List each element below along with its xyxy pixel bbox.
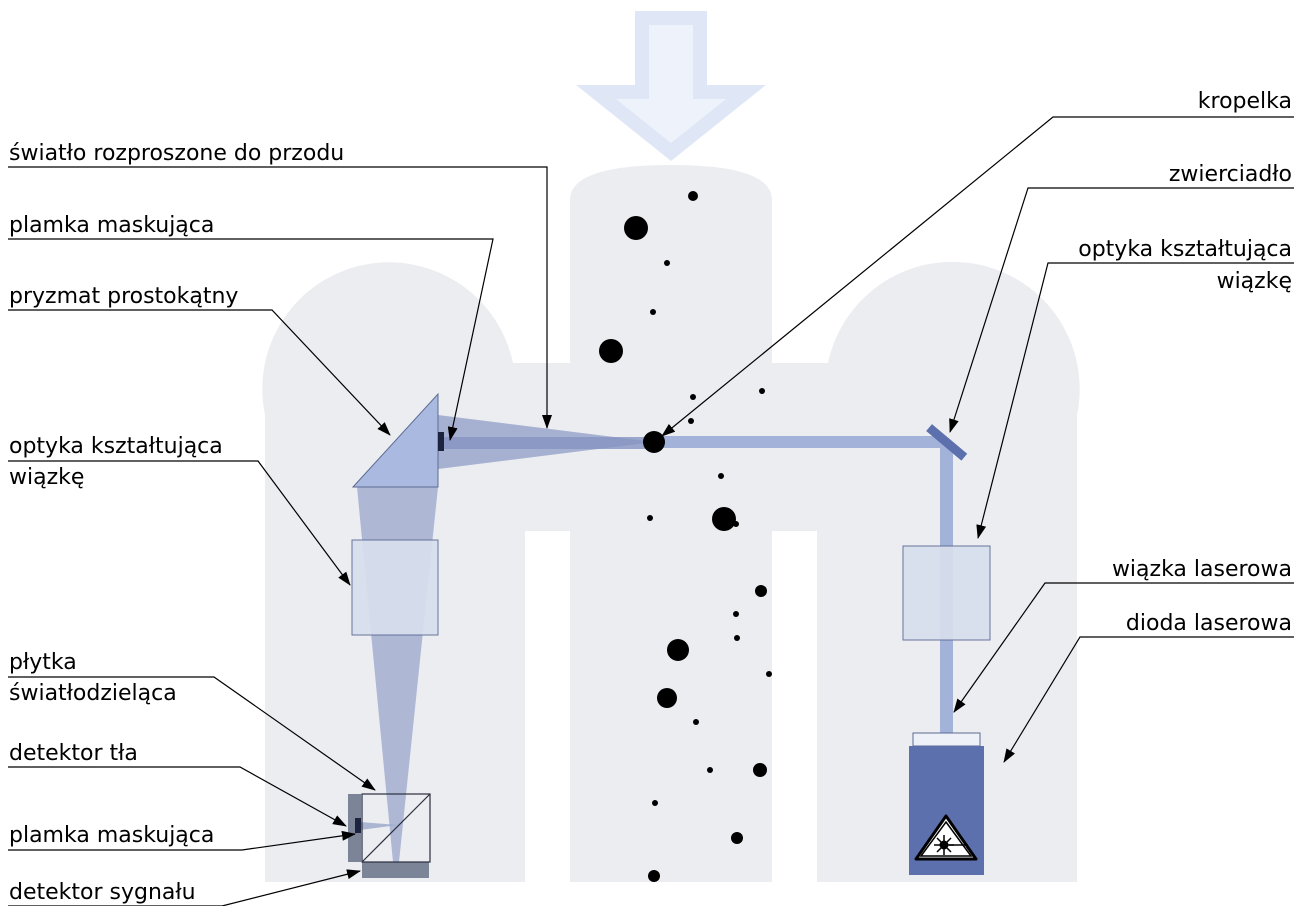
leader-laser-beam — [953, 582, 1294, 713]
label-beam-optics-left-2: wiązkę — [9, 465, 84, 490]
label-mirror: zwierciadło — [1169, 162, 1292, 187]
droplet — [690, 394, 696, 400]
sensor-housing — [262, 165, 1080, 882]
split-beam-to-background — [360, 822, 398, 830]
label-beamsplitter-2: światłodzieląca — [9, 681, 177, 706]
label-scattered-light: światło rozproszone do przodu — [9, 141, 344, 166]
label-beam-optics-right-2: wiązkę — [1217, 269, 1292, 294]
mirror — [926, 424, 968, 461]
droplet — [753, 763, 767, 777]
housing-body — [262, 165, 1080, 882]
leader-signal-detector — [8, 869, 361, 906]
droplet — [731, 832, 743, 844]
label-beamsplitter-1: płytka — [9, 650, 77, 675]
forward-scatter-core — [440, 437, 654, 449]
droplet — [657, 688, 677, 708]
droplet — [650, 309, 656, 315]
droplet — [759, 388, 765, 394]
droplets — [599, 191, 772, 882]
droplet — [624, 216, 648, 240]
leader-mask-spot-bottom — [8, 830, 356, 851]
droplet — [733, 611, 739, 617]
signal-detector — [362, 862, 429, 878]
leader-beam-optics-right — [976, 262, 1294, 539]
leader-prism — [8, 309, 391, 436]
droplet — [733, 521, 739, 527]
horizontal-laser-beam — [654, 436, 946, 448]
leader-scattered-light — [8, 166, 552, 429]
droplet — [766, 671, 772, 677]
leader-mask-spot-top — [8, 238, 494, 441]
beamsplitter-cube — [361, 793, 431, 863]
beamsplitter-diagonal — [361, 793, 431, 863]
label-laser-diode: dioda laserowa — [1126, 611, 1292, 636]
label-signal-detector: detektor sygnału — [9, 880, 196, 905]
droplet — [734, 635, 740, 641]
droplet — [693, 719, 699, 725]
mask-spot-top — [438, 432, 444, 451]
droplet — [712, 507, 736, 531]
leader-beam-optics-left — [8, 460, 351, 586]
droplet — [755, 585, 767, 597]
leader-beamsplitter — [8, 676, 376, 791]
label-mask-spot-bottom: plamka maskująca — [9, 823, 214, 848]
droplet — [688, 418, 694, 424]
laser-warning-icon — [914, 814, 978, 861]
label-beam-optics-left-1: optyka kształtująca — [9, 434, 223, 459]
label-droplet: kropelka — [1198, 89, 1292, 114]
droplet — [652, 800, 658, 806]
leader-lines — [8, 116, 1294, 906]
droplet — [664, 260, 670, 266]
droplet-target — [643, 431, 665, 453]
droplet — [647, 515, 653, 521]
droplet — [648, 870, 660, 882]
label-right-angle-prism: pryzmat prostokątny — [9, 284, 238, 309]
mask-spot-bottom — [355, 818, 361, 833]
left-beam-optics — [351, 539, 439, 636]
leader-droplet — [661, 116, 1294, 437]
right-beam-optics — [902, 545, 991, 641]
droplet — [688, 191, 698, 201]
leader-laser-diode — [1003, 636, 1294, 763]
label-beam-optics-right-1: optyka kształtująca — [1078, 237, 1292, 262]
leader-mirror — [949, 187, 1294, 433]
droplet — [707, 767, 713, 773]
droplet — [667, 639, 689, 661]
laser-window — [912, 732, 981, 747]
label-laser-beam: wiązka laserowa — [1112, 557, 1292, 582]
down-arrow-icon — [576, 11, 766, 161]
label-mask-spot-top: plamka maskująca — [9, 213, 214, 238]
leader-background-detector — [8, 766, 347, 827]
droplet — [718, 473, 724, 479]
background-detector — [348, 794, 361, 862]
droplet — [599, 339, 623, 363]
label-background-detector: detektor tła — [9, 741, 138, 766]
